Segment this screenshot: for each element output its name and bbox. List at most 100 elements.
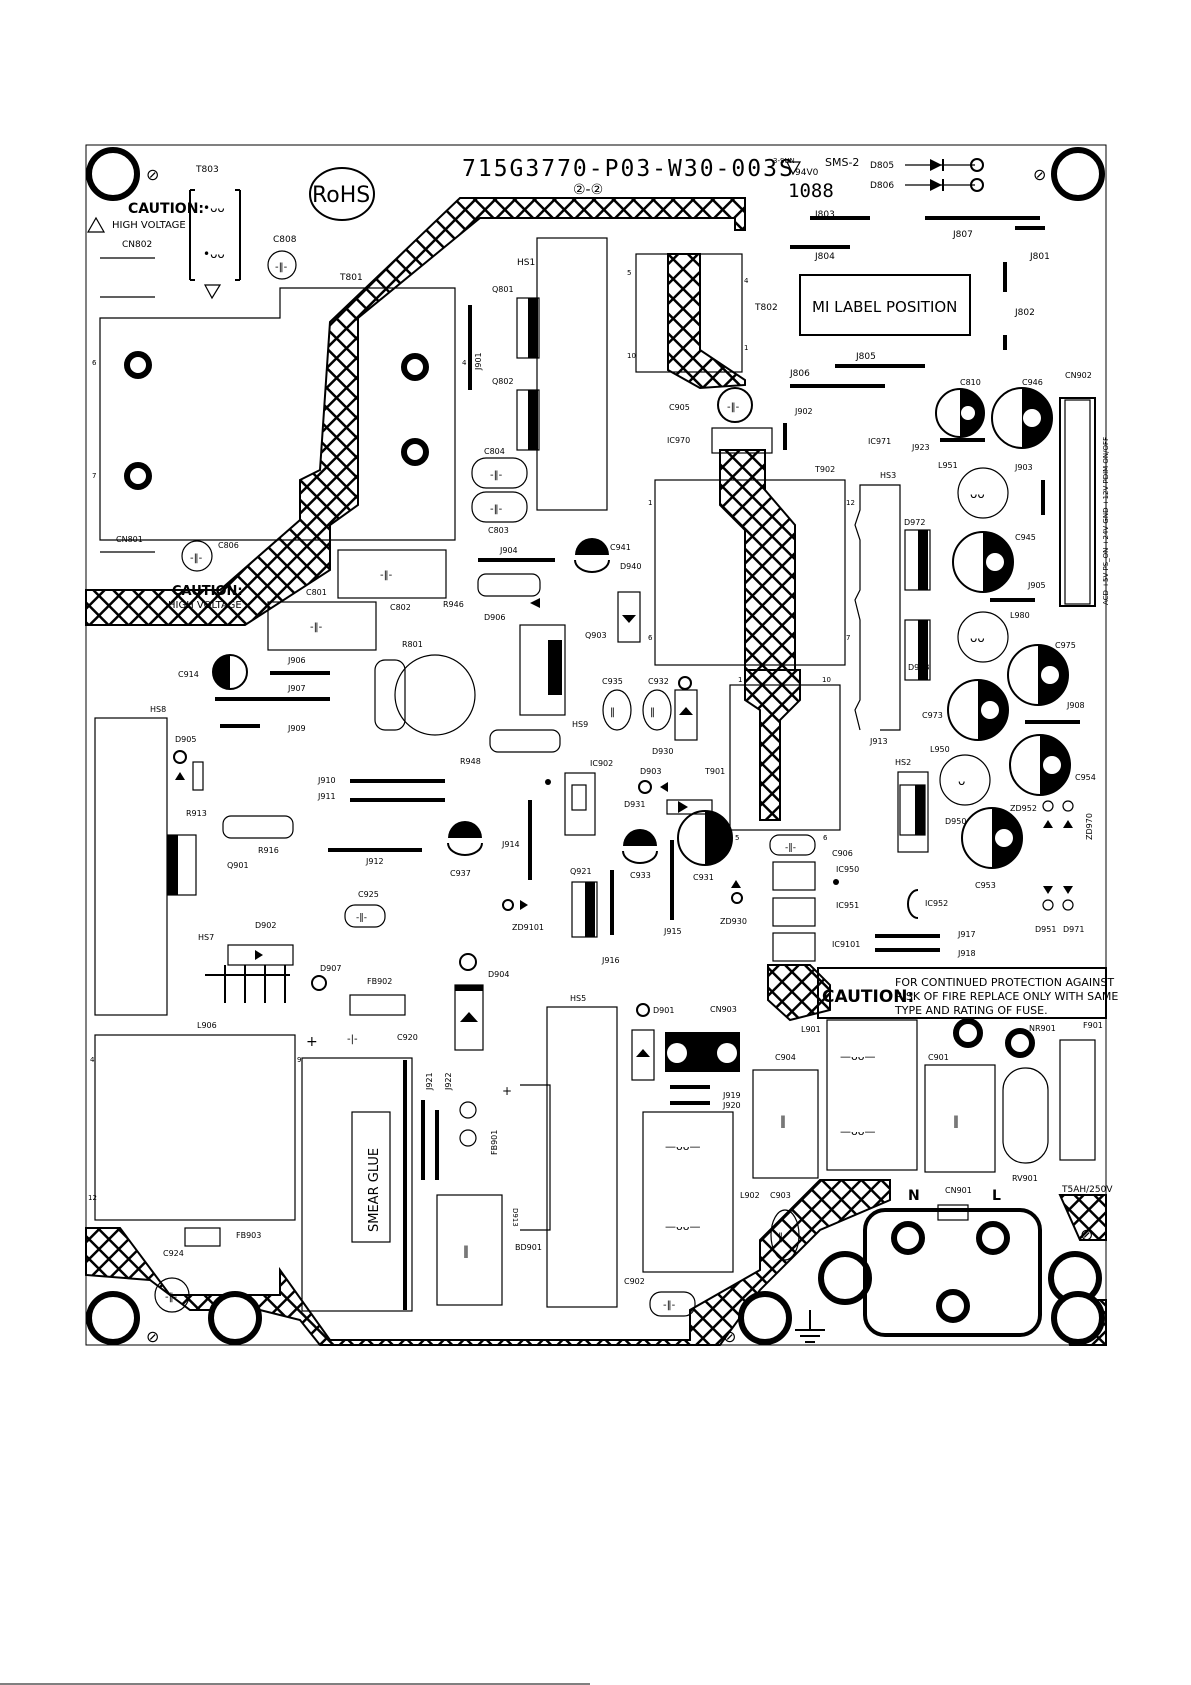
ref-J907: J907 (287, 684, 306, 693)
ref-D906: D906 (484, 613, 505, 622)
ref-J917: J917 (957, 930, 976, 939)
svg-text:‖: ‖ (650, 707, 655, 718)
ref-J911: J911 (317, 792, 336, 801)
heatsink-HS1 (536, 237, 608, 511)
ref-L906: L906 (197, 1021, 217, 1030)
ref-ZD952: ZD952 (1010, 804, 1037, 813)
mi-label-box (799, 274, 971, 336)
inductor-L902 (642, 1111, 734, 1273)
ref-C914: C914 (178, 670, 199, 679)
ref-T803: T803 (195, 165, 219, 175)
ref-C810: C810 (960, 378, 981, 387)
svg-text:ᴗᴗ: ᴗᴗ (970, 631, 985, 645)
ref-C801: C801 (306, 588, 327, 597)
inductor-icon: •ᴗᴗ (203, 201, 225, 215)
ul-mark-top: 3-SUN (773, 157, 795, 165)
ref-NR901: NR901 (1029, 1024, 1056, 1033)
ref-D805: D805 (870, 161, 894, 171)
ref-IC951: IC951 (836, 901, 859, 910)
ref-J921: J921 (425, 1072, 434, 1091)
ref-ZD930: ZD930 (720, 917, 747, 926)
ref-D806: D806 (870, 181, 894, 191)
svg-text:—ᴗᴗ—: —ᴗᴗ— (665, 1220, 700, 1233)
sms-label: SMS-2 (825, 156, 859, 169)
ref-IC9101: IC9101 (832, 940, 860, 949)
inductor-L901 (826, 1019, 918, 1171)
mounting-hole-bottom-right-3 (1051, 1291, 1105, 1345)
ref-T801: T801 (339, 273, 363, 283)
heatsink-HS5 (546, 1006, 618, 1308)
ref-C932: C932 (648, 677, 669, 686)
ref-Q901: Q901 (227, 861, 249, 870)
ref-C802: C802 (390, 603, 411, 612)
ref-C924: C924 (163, 1249, 184, 1258)
mounting-hole-top-left (86, 147, 140, 201)
ref-CN802: CN802 (122, 240, 152, 250)
hatch-zone-main (85, 197, 746, 626)
svg-text:1: 1 (738, 676, 742, 684)
mounting-hole-top-right (1051, 147, 1105, 201)
ref-J802: J802 (1014, 308, 1035, 318)
ul-mark-bottom: 94V0 (795, 168, 819, 178)
resistor-R946 (477, 573, 541, 597)
ref-C806: C806 (218, 541, 239, 550)
mi-label-text: MI LABEL POSITION (812, 298, 957, 316)
high-voltage-top: HIGH VOLTAGE (112, 220, 186, 231)
smear-glue: SMEAR GLUE (367, 1148, 382, 1232)
mounting-hole-bottom-left-2 (208, 1291, 262, 1345)
ref-J918: J918 (957, 949, 976, 958)
svg-text:4: 4 (90, 1056, 95, 1064)
high-voltage-mid: HIGH VOLTAGE (168, 600, 242, 611)
ref-D905: D905 (175, 735, 196, 744)
mounting-hole-bottom-mid (738, 1291, 792, 1345)
svg-text:9: 9 (297, 1056, 301, 1064)
ref-BD901: BD901 (515, 1243, 542, 1252)
fuse-F901 (1059, 1039, 1096, 1161)
ref-HS3: HS3 (880, 471, 896, 480)
svg-text:7: 7 (846, 634, 850, 642)
svg-text:-‖-: -‖- (356, 913, 367, 923)
caution-mid: CAUTION: (172, 584, 243, 599)
resistor-R948 (489, 729, 561, 753)
ref-C941: C941 (610, 543, 631, 552)
resistor-R801 (394, 654, 476, 736)
ref-D971: D971 (1063, 925, 1084, 934)
svg-text:-‖-: -‖- (190, 553, 203, 564)
connector-CN902 (1059, 397, 1096, 607)
svg-text:-‖-: -‖- (727, 402, 740, 413)
ref-Q802: Q802 (492, 377, 514, 386)
ref-D950: D950 (945, 817, 966, 826)
ref-CN901: CN901 (945, 1186, 972, 1195)
ref-C804: C804 (484, 447, 505, 456)
ref-CN902: CN902 (1065, 371, 1092, 380)
svg-text:7: 7 (92, 472, 96, 480)
inductor-L906 (94, 1034, 296, 1221)
svg-text:1: 1 (744, 344, 748, 352)
svg-text:-‖-: -‖- (663, 1300, 676, 1311)
revision-mark: ②-② (573, 182, 603, 198)
ref-IC971: IC971 (868, 437, 891, 446)
heatsink-HS8 (94, 717, 168, 1016)
ref-C953: C953 (975, 881, 996, 890)
connector-CN901 (863, 1208, 1042, 1337)
ref-C935: C935 (602, 677, 623, 686)
ref-D901: D901 (653, 1006, 674, 1015)
hatch-zone-fuse (767, 964, 831, 1022)
ref-J913: J913 (869, 737, 888, 746)
ref-D913: D913 (511, 1208, 519, 1227)
ref-R913: R913 (186, 809, 207, 818)
ref-J903: J903 (1014, 463, 1033, 472)
ref-T902: T902 (814, 465, 835, 474)
board-outline (85, 144, 1107, 1346)
ref-D972: D972 (904, 518, 925, 527)
caution-top: CAUTION: (128, 201, 204, 217)
cap-C905 (717, 387, 753, 423)
heatsink-HS3 (854, 484, 901, 731)
ref-C902: C902 (624, 1277, 645, 1286)
ref-C975: C975 (1055, 641, 1076, 650)
hatch-zone-t901 (744, 669, 801, 821)
svg-text:‖: ‖ (610, 707, 615, 718)
ref-C937: C937 (450, 869, 471, 878)
ref-J902: J902 (794, 407, 813, 416)
svg-text:‖: ‖ (780, 1114, 786, 1128)
